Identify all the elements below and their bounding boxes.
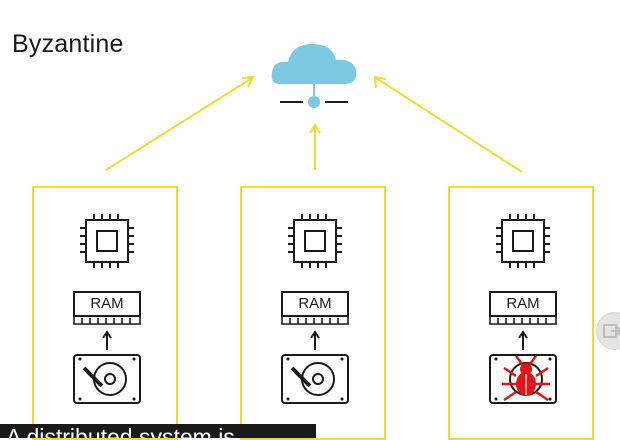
node-3-icons — [489, 214, 557, 404]
ram-module-icon — [73, 291, 141, 325]
ram-label-node-3: RAM — [506, 295, 540, 312]
hard-drive-icon — [73, 354, 141, 404]
caption-bar: A distributed system is — [0, 424, 316, 438]
side-button[interactable] — [596, 312, 620, 350]
node-box-1 — [32, 186, 178, 440]
caption-text: A distributed system is — [6, 424, 235, 439]
node-box-3 — [448, 186, 594, 440]
ram-label-node-2: RAM — [298, 295, 332, 312]
node-1-icons — [73, 214, 141, 404]
side-button-icon — [603, 324, 620, 338]
cpu-chip-icon — [80, 214, 134, 268]
connection-arrows — [105, 75, 523, 173]
ram-module-icon — [281, 291, 349, 325]
bug-icon — [502, 355, 550, 401]
arrow-left — [105, 77, 253, 171]
cloud-icon — [271, 44, 357, 108]
hard-drive-icon — [281, 354, 349, 404]
arrow-right — [375, 77, 523, 173]
cpu-chip-icon — [288, 214, 342, 268]
cpu-chip-icon — [496, 214, 550, 268]
slide-title: Byzantine — [12, 30, 124, 58]
node-2-icons — [281, 214, 349, 404]
node-box-2 — [240, 186, 386, 440]
ram-label-node-1: RAM — [90, 295, 124, 312]
ram-module-icon — [489, 291, 557, 325]
